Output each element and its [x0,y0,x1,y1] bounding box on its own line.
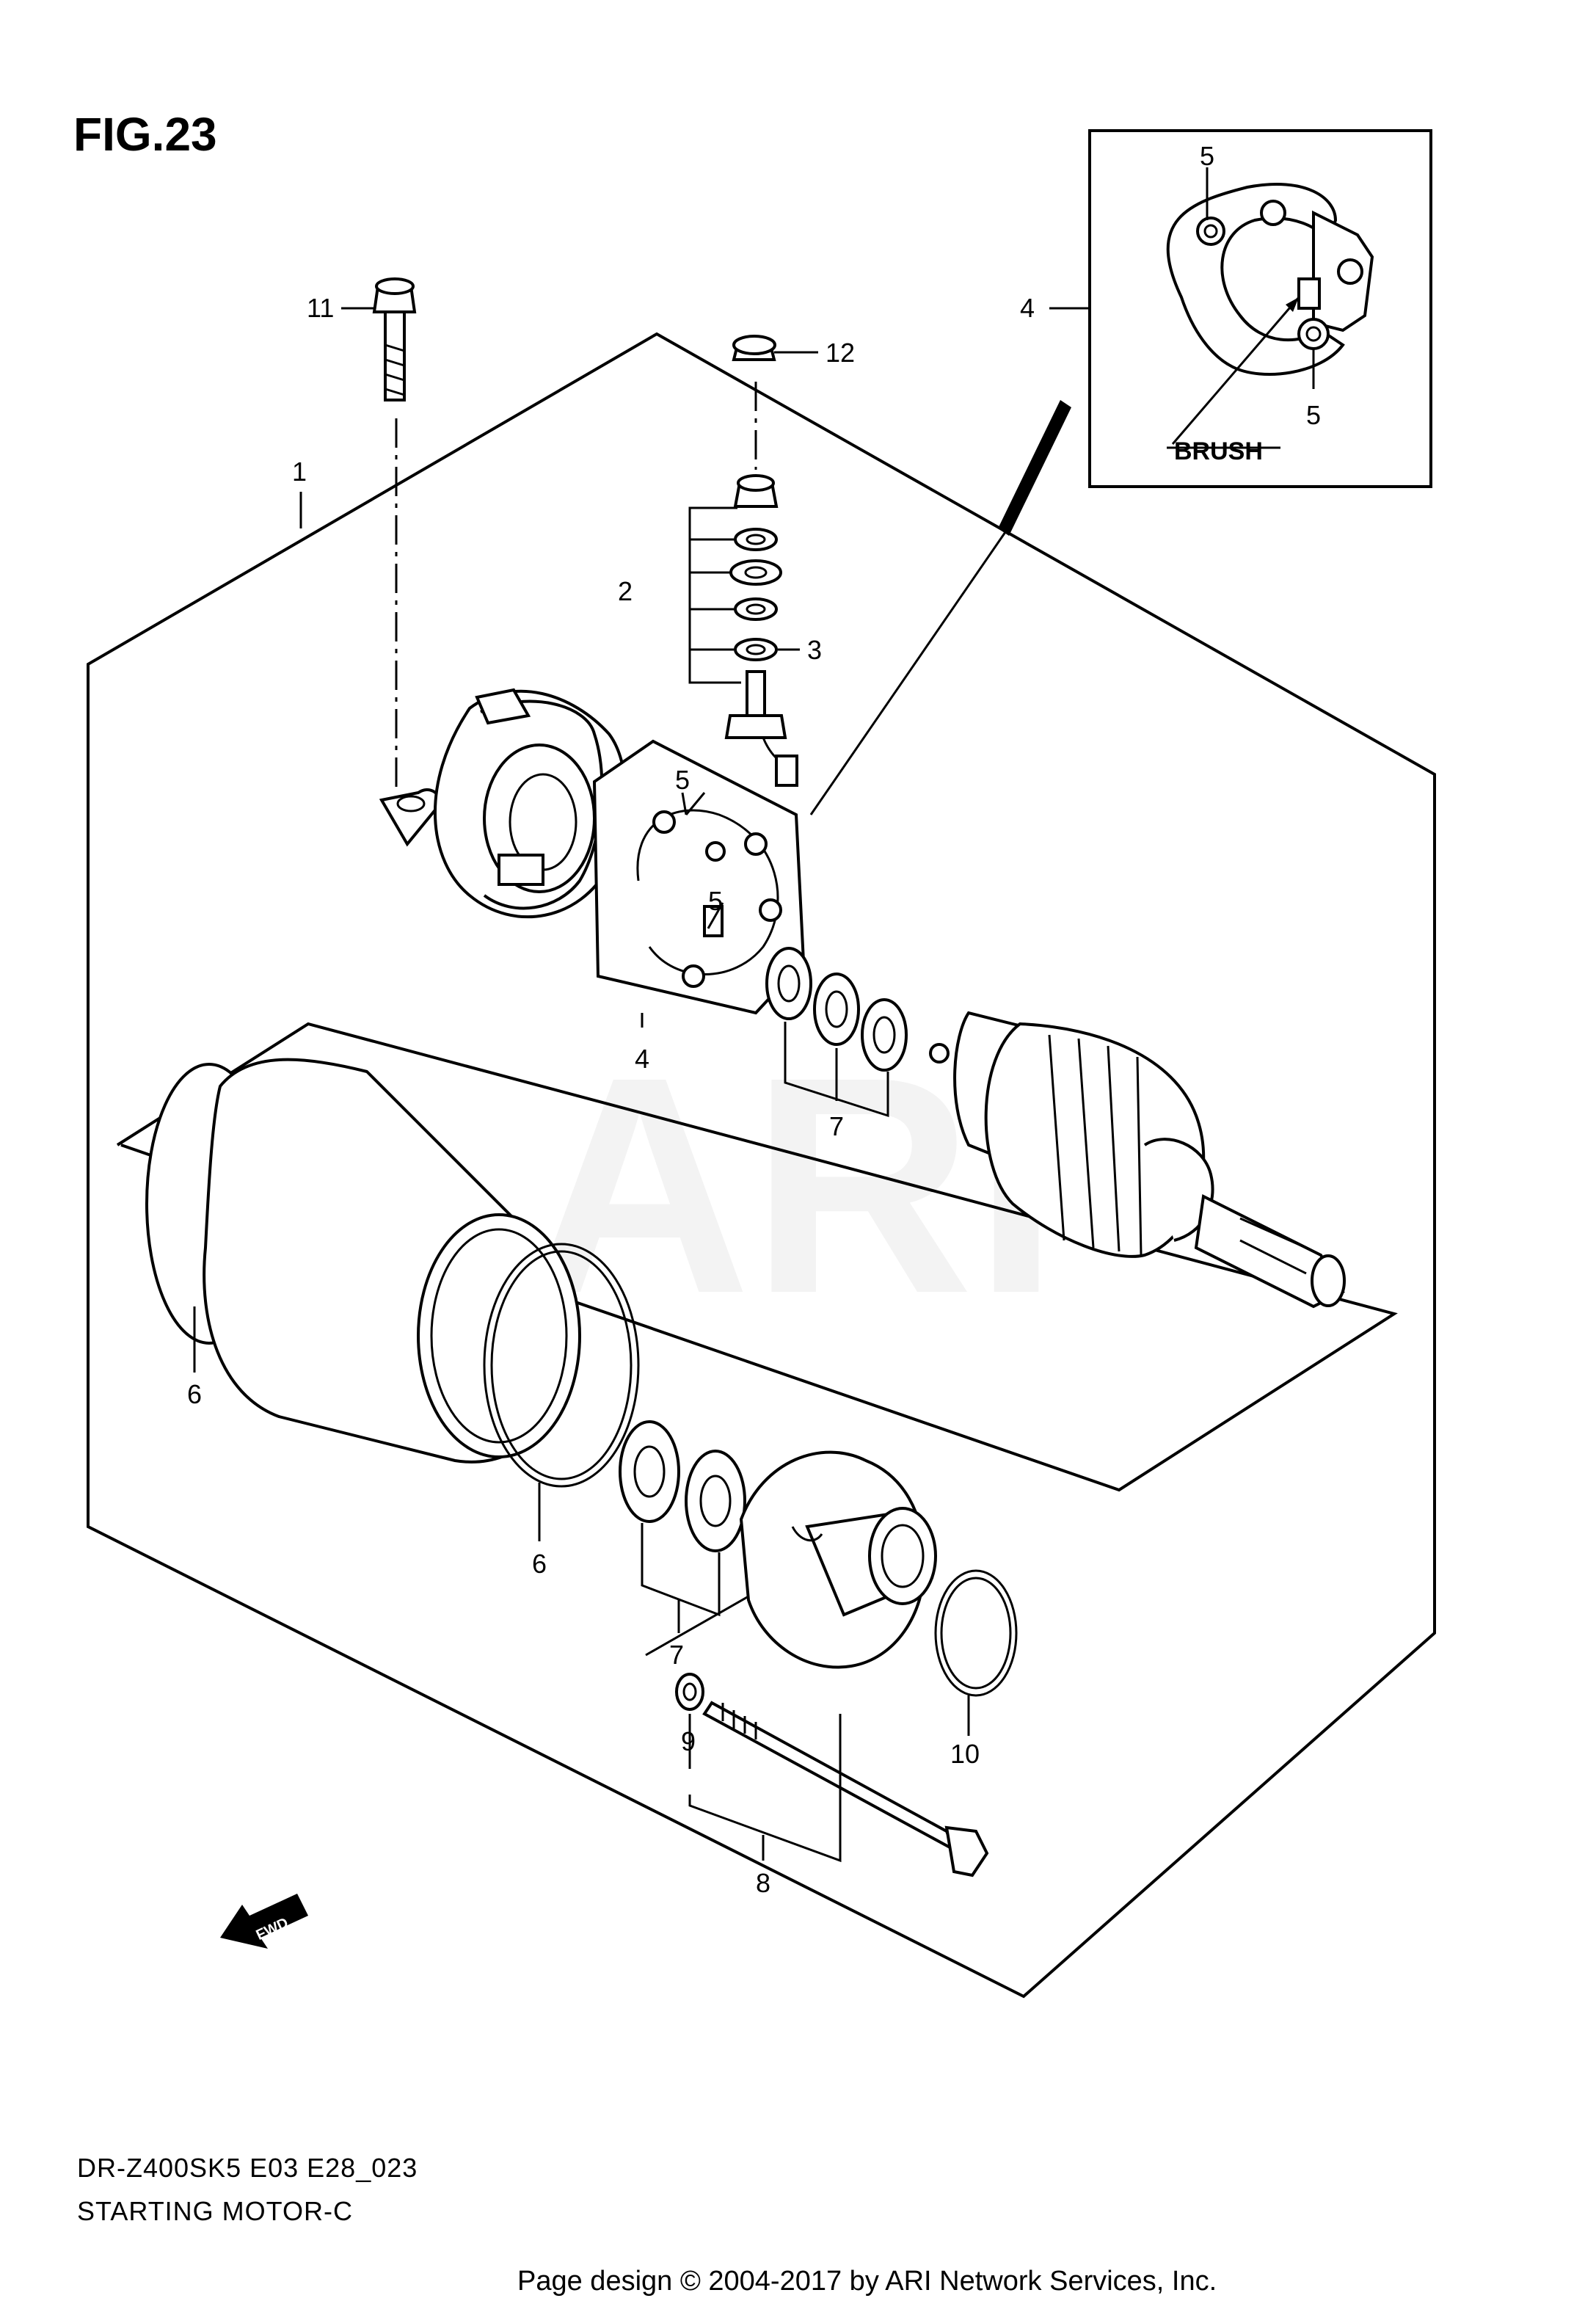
inset-leader-line [809,531,1007,815]
bolt-11 [372,277,417,793]
terminal-hardware [688,335,798,787]
figure-title: FIG.23 [73,108,217,161]
callout-11: 11 [307,293,334,323]
callout-12: 12 [826,338,855,368]
model-code: DR-Z400SK5 E03 E28_023 [77,2153,418,2183]
callout-2: 2 [618,576,633,606]
o-rings [193,1243,640,1541]
rear-end-cover [379,688,627,919]
front-end-cover [739,1450,937,1669]
fwd-arrow-icon: FWD [220,1894,308,1949]
callout-9: 9 [681,1726,696,1756]
assembly-outline [87,332,1436,1999]
callout-5-inset-bottom: 5 [1306,400,1321,430]
callout-4-main: 4 [635,1044,649,1074]
lower-shims [619,1420,746,1633]
upper-shims [765,947,908,1118]
callout-7-lower: 7 [669,1640,684,1670]
callout-1: 1 [292,457,307,487]
brush-label: BRUSH [1174,437,1263,465]
callout-4-inset: 4 [1020,293,1035,323]
callout-6-left: 6 [187,1379,202,1409]
through-bolt-set [675,1673,989,1877]
brush-holder-plate [592,739,806,1015]
callout-5-inset-top: 5 [1200,141,1214,171]
o-ring-10 [934,1569,1018,1736]
callout-6-mid: 6 [532,1549,547,1579]
callout-5-main-top: 5 [675,765,690,795]
callout-10: 10 [950,1739,980,1769]
armature [929,1011,1346,1309]
callout-leaders [299,307,1090,1028]
callout-7-upper: 7 [829,1111,844,1141]
brush-detail-inset: BRUSH [1088,129,1432,488]
yoke [145,1058,581,1464]
copyright-footer: Page design © 2004-2017 by ARI Network S… [517,2266,1217,2297]
inset-leader-wedge [998,400,1071,536]
callout-3: 3 [807,635,822,665]
callout-8: 8 [756,1868,770,1898]
section-name: STARTING MOTOR-C [77,2196,353,2226]
callout-5-main-mid: 5 [708,886,723,916]
